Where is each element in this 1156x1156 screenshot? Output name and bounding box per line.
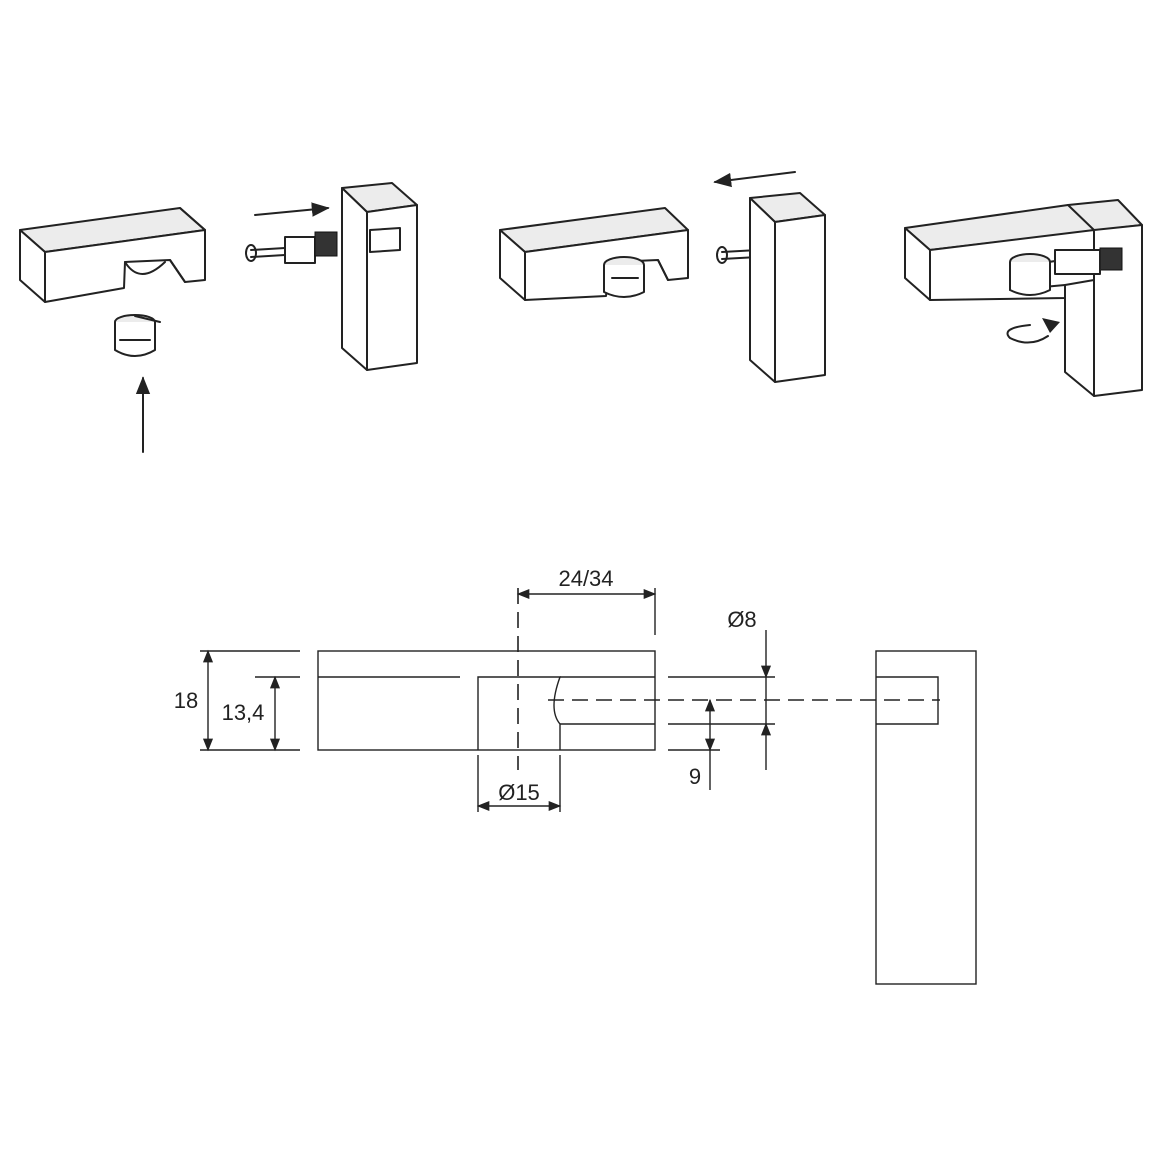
step-1 — [19, 182, 418, 453]
dim-hole-depth: 13,4 — [222, 700, 265, 725]
step-3 — [904, 199, 1143, 397]
step-2 — [499, 171, 826, 383]
dim-bolt-diameter: Ø8 — [727, 607, 756, 632]
dim-cam-diameter: Ø15 — [498, 780, 540, 805]
dim-offset: 24/34 — [558, 566, 613, 591]
dim-bolt-center: 9 — [689, 764, 701, 789]
board-2 — [499, 207, 689, 301]
rotate-arrow-icon — [1006, 324, 1049, 344]
arrow-left-icon — [713, 171, 796, 188]
assembled-joint — [904, 199, 1143, 397]
arrow-right-icon — [254, 202, 330, 217]
cam-fitting-2 — [603, 256, 645, 298]
cam-fitting-1 — [114, 314, 161, 357]
rotate-arrow-head — [1042, 318, 1060, 333]
vertical-panel-section — [875, 650, 977, 985]
technical-drawing: 24/34 18 13,4 Ø15 Ø8 9 — [174, 566, 977, 985]
bolt-1 — [245, 231, 338, 264]
vertical-board-1 — [341, 182, 418, 371]
vertical-board-2 — [749, 192, 826, 383]
board-1 — [19, 207, 206, 303]
dim-thickness: 18 — [174, 688, 198, 713]
